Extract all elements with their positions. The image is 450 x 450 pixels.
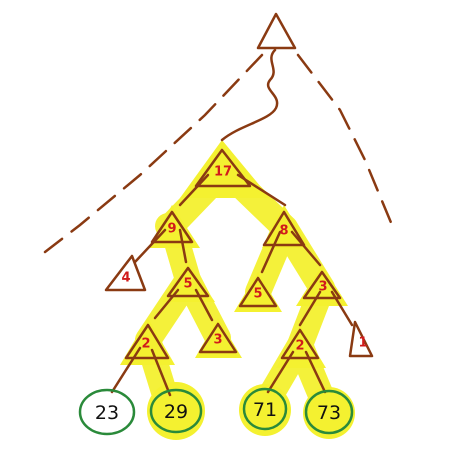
node-3b-triangle (198, 322, 238, 354)
node-1-label: 1 (358, 336, 367, 351)
top-root (220, 12, 297, 142)
node-2b-triangle (280, 328, 320, 360)
node-5b-triangle (238, 276, 278, 308)
node-1-triangle (348, 320, 374, 358)
node-9-triangle (150, 210, 194, 244)
leaf-71-label: 71 (253, 399, 277, 421)
node-4-label: 4 (121, 271, 130, 286)
node-5b-label: 5 (253, 287, 262, 302)
leaf-73-label: 73 (317, 402, 341, 424)
leaf-29-label: 29 (164, 401, 188, 423)
leaf-circles (78, 387, 354, 436)
node-17-triangle (194, 148, 252, 188)
node-17-label: 17 (214, 165, 232, 180)
leaf-labels: 23 29 71 73 (95, 399, 341, 424)
node-8-triangle (262, 210, 306, 247)
node-9-label: 9 (167, 222, 176, 237)
node-3a-triangle (302, 270, 342, 300)
node-5a-label: 5 (183, 277, 192, 292)
node-3a-label: 3 (318, 280, 327, 295)
node-3b-label: 3 (213, 333, 222, 348)
node-8-label: 8 (279, 224, 288, 239)
tree-nodes (104, 148, 374, 360)
node-2b-label: 2 (295, 339, 304, 354)
top-root-triangle (256, 12, 297, 50)
node-2a-triangle (124, 323, 170, 360)
highlight-fill (120, 140, 355, 440)
node-4-triangle (104, 254, 147, 292)
root-squiggle (220, 48, 279, 142)
leaf-23-label: 23 (95, 402, 119, 424)
outer-dashed-triangle (43, 53, 394, 254)
node-2a-label: 2 (141, 337, 150, 352)
node-labels: 17 9 8 4 5 5 3 2 3 2 1 (121, 165, 367, 354)
leaf-73-circle (304, 389, 354, 435)
node-5a-triangle (166, 266, 210, 298)
leaf-23-circle (78, 388, 136, 436)
leaf-71-circle (242, 387, 288, 431)
leaf-29-circle (149, 388, 203, 434)
